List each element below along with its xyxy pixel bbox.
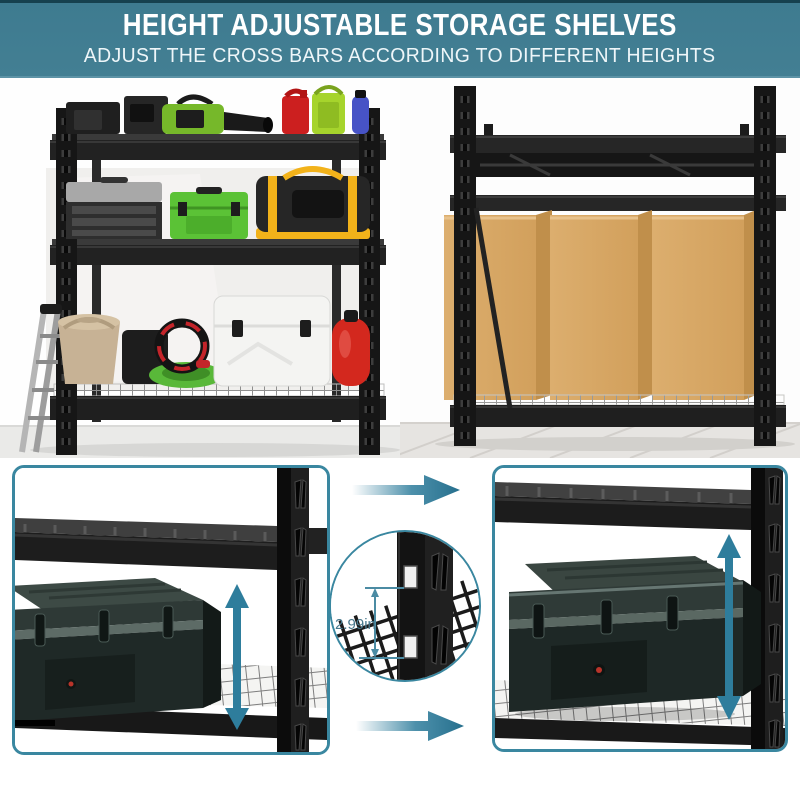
rack-shadow [30,443,400,457]
tan-bucket [58,314,120,384]
upper-wire-deck [495,482,751,504]
case-adjusted-clearance-illustration [495,468,785,749]
upright-post [277,468,327,752]
detail-section: 2.99in [0,458,800,800]
upright-post-hole-pitch-icon: 2.99in [331,532,479,680]
up-down-arrow-icon [717,534,741,720]
green-toolbox [170,187,248,239]
metal-toolbox [66,177,162,239]
upright-post-closeup [397,532,453,680]
rack-uprights [454,86,776,446]
right-arrow-icon [356,708,466,744]
hole-pitch-detail-circle: 2.99in [329,530,481,682]
green-bucket [312,85,345,134]
red-gas-can [282,88,309,134]
post-hole-top [403,565,418,589]
wire-deck [54,384,384,396]
page-subtitle: ADJUST THE CROSS BARS ACCORDING TO DIFFE… [84,44,716,67]
header-banner: HEIGHT ADJUSTABLE STORAGE SHELVES ADJUST… [0,0,800,78]
black-tool-bags [66,96,168,134]
shelf-beams [50,134,386,420]
aluminum-ladder [19,304,62,453]
rack-shadow [435,437,795,451]
raised-cross-bars [450,124,786,211]
blue-bottle [352,90,369,134]
storage-case [15,578,221,726]
cardboard-rack-photo [400,78,800,458]
loaded-rack-illustration [0,78,400,458]
detail-panel-before [12,465,330,755]
photo-row [0,78,800,458]
storage-case [508,556,761,721]
up-down-arrow-icon [225,584,249,730]
green-sprayer [162,94,273,134]
yellow-duffel-bag [256,166,370,239]
bottom-shelf [450,394,786,427]
post-hole-bottom [403,635,418,659]
red-buoy [332,310,370,386]
case-high-clearance-illustration [15,468,327,752]
measurement-label: 2.99in [335,616,376,633]
page-title: HEIGHT ADJUSTABLE STORAGE SHELVES [122,7,678,43]
lower-beam [495,718,785,746]
cardboard-rack-illustration [400,78,800,458]
right-arrow-icon [352,472,462,508]
detail-panel-after [492,465,788,752]
loaded-rack-photo [0,78,400,458]
white-cooler [213,295,331,387]
dimension-line [359,587,404,659]
hose-and-jumper-cables [149,318,223,388]
